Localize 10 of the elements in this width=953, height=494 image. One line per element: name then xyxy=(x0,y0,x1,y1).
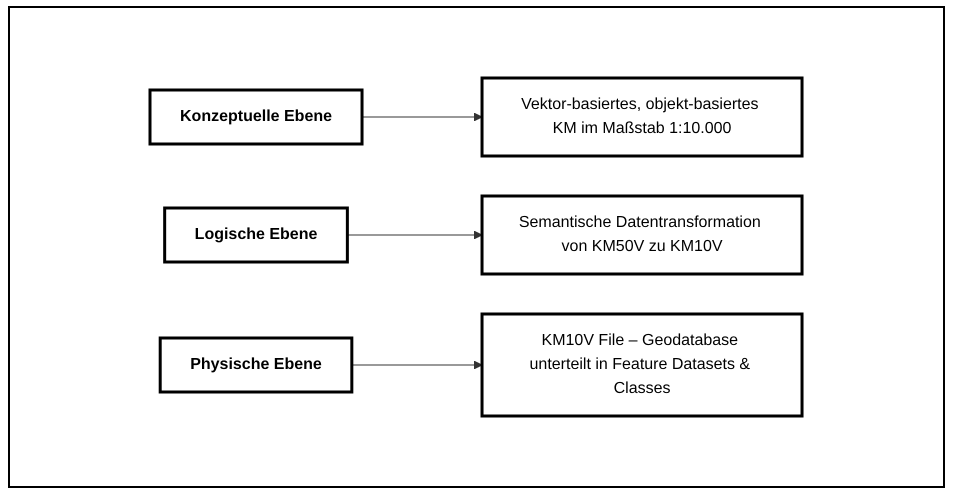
node-box xyxy=(148,88,364,146)
frame-border: Konzeptuelle Ebene Vektor-basiertes, objekt-basiertes KM im Maßstab 1:10.000 Logische Ebene Semantische Datentransformation von KM50V zu KM10V Physische Ebene KM10V File – Geodatabase unterteilt in Feature Datasets & Classes xyxy=(8,6,945,488)
arrow xyxy=(352,360,483,370)
node-box xyxy=(481,312,804,418)
arrow xyxy=(362,112,483,122)
node-box xyxy=(164,206,350,264)
node-box xyxy=(159,336,354,394)
arrow xyxy=(347,230,483,240)
node-box xyxy=(481,76,804,158)
node-box xyxy=(481,194,804,276)
